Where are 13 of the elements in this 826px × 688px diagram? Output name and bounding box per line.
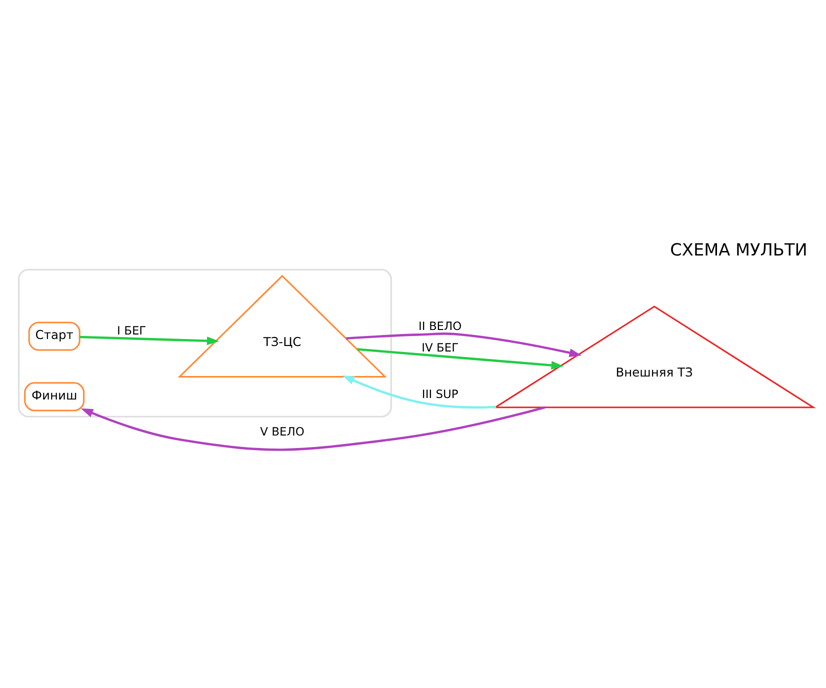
diagram-title: СХЕМА МУЛЬТИ bbox=[670, 239, 808, 260]
edge-label: I БЕГ bbox=[117, 323, 146, 338]
edge-label: IV БЕГ bbox=[422, 340, 459, 354]
arrow bbox=[342, 374, 496, 408]
edge-label: II ВЕЛО bbox=[418, 318, 462, 333]
edge-label: V ВЕЛО bbox=[260, 424, 304, 438]
arrow bbox=[346, 332, 582, 356]
edge-label: III SUP bbox=[422, 386, 458, 401]
node-box: Финиш bbox=[24, 382, 85, 411]
node-box: Старт bbox=[28, 321, 80, 350]
arrow bbox=[80, 335, 220, 345]
arrow bbox=[357, 348, 564, 370]
arrow bbox=[80, 406, 546, 450]
